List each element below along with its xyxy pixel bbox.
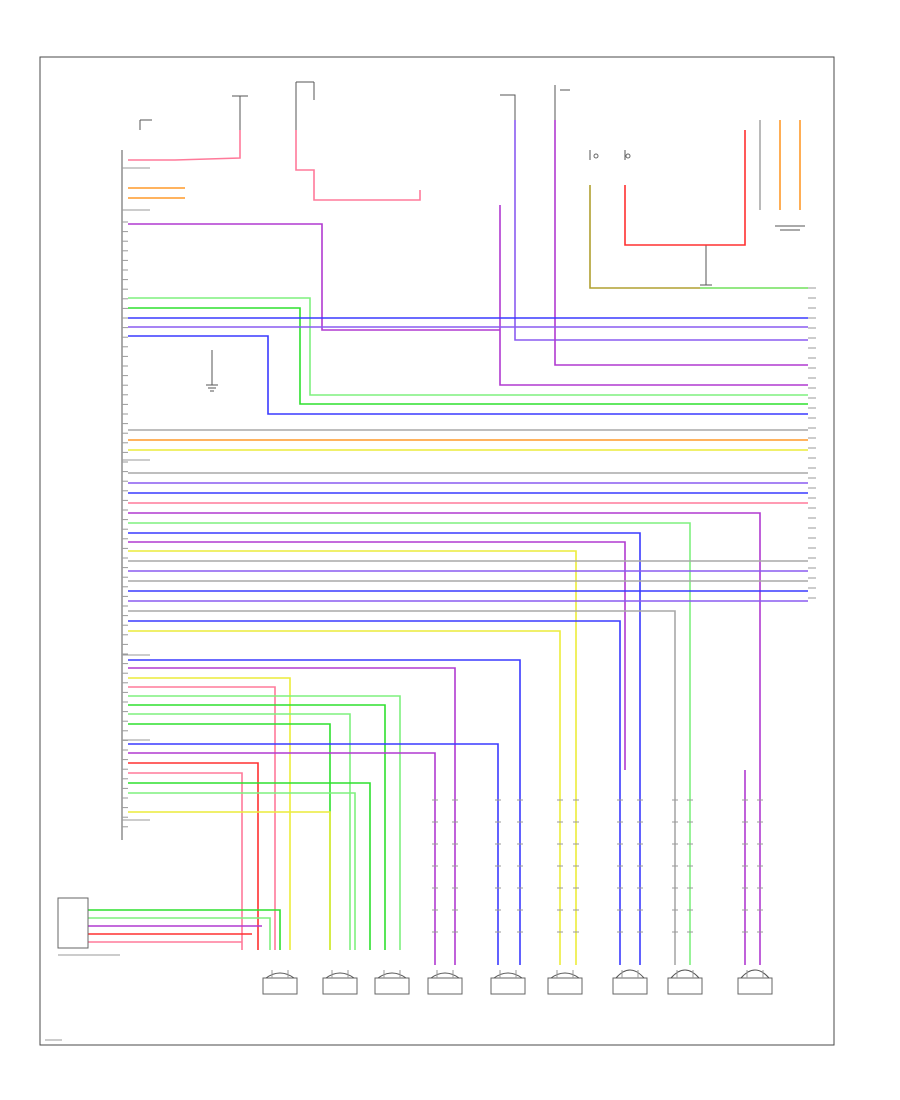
speaker-body bbox=[547, 977, 583, 995]
right-edge-connector bbox=[808, 287, 816, 599]
wire-gray-to-speaker bbox=[128, 610, 676, 770]
wire-pink-spk-2 bbox=[128, 772, 243, 950]
amplifier-connector-column bbox=[121, 150, 150, 840]
speaker-icon bbox=[490, 970, 526, 995]
wire-harness bbox=[88, 120, 808, 965]
wire-sub-green bbox=[88, 909, 281, 950]
wire-violet-right bbox=[514, 120, 808, 341]
speaker-cone bbox=[740, 969, 770, 979]
speaker-icon bbox=[374, 970, 410, 995]
wire-purple-right bbox=[499, 205, 808, 386]
wire-green-bus bbox=[128, 297, 808, 396]
wire-yellow-to-speaker bbox=[128, 550, 577, 770]
wire-yellow-to-speaker-2 bbox=[128, 630, 561, 770]
speaker-icon bbox=[612, 969, 648, 995]
wire-red-right bbox=[624, 130, 746, 246]
speaker-cone bbox=[615, 969, 645, 979]
wire-yellow-spk bbox=[128, 677, 291, 950]
speaker-row bbox=[262, 969, 773, 995]
wire-purple-spk bbox=[128, 667, 456, 770]
speaker-icon bbox=[737, 969, 773, 995]
wire-red-spk bbox=[128, 762, 259, 950]
diagram-frame bbox=[39, 56, 835, 1046]
wire-olive-right bbox=[589, 185, 808, 289]
wire-green-spk-3 bbox=[128, 713, 351, 950]
speaker-cone bbox=[265, 972, 295, 979]
wire-power-feed bbox=[128, 130, 241, 161]
speaker-body bbox=[737, 977, 773, 995]
speaker-body bbox=[490, 977, 526, 995]
wire-blue-bus-2 bbox=[128, 335, 808, 415]
speaker-body bbox=[374, 977, 410, 995]
wire-green-spk-4 bbox=[128, 723, 331, 950]
wire-purple-spk-2 bbox=[128, 752, 436, 770]
wire-green-spk-2 bbox=[128, 704, 386, 950]
speaker-cone bbox=[670, 969, 700, 979]
wire-green-spk-6 bbox=[128, 792, 356, 950]
wire-feed-pink bbox=[295, 130, 421, 201]
wire-blue-to-speaker-2 bbox=[128, 620, 621, 770]
speaker-body bbox=[427, 977, 463, 995]
wire-purple-to-speaker-2 bbox=[128, 541, 626, 770]
speaker-cone bbox=[377, 972, 407, 979]
speaker-icon bbox=[427, 970, 463, 995]
speaker-icon bbox=[262, 970, 298, 995]
speaker-body bbox=[612, 977, 648, 995]
wire-green-bus-2 bbox=[128, 307, 808, 405]
ground-symbol-icon bbox=[206, 225, 805, 392]
top-components bbox=[139, 81, 631, 160]
wire-pink-spk bbox=[128, 686, 276, 950]
wire-purple-right-2 bbox=[554, 120, 808, 366]
wire-blue-to-speaker bbox=[128, 532, 641, 770]
wire-blue-spk-2 bbox=[128, 743, 499, 770]
speaker-icon bbox=[667, 969, 703, 995]
subwoofer-connector bbox=[57, 897, 120, 956]
speaker-cone bbox=[325, 972, 355, 979]
wire-blue-spk bbox=[128, 659, 521, 770]
speaker-body bbox=[322, 977, 358, 995]
speaker-body bbox=[667, 977, 703, 995]
connector-pin-stubs bbox=[122, 221, 128, 828]
wire-purple-to-speaker bbox=[128, 512, 761, 770]
wire-sub-green-2 bbox=[88, 917, 271, 950]
wire-purple-long bbox=[128, 223, 500, 331]
speaker-cone bbox=[493, 972, 523, 979]
speaker-cone bbox=[550, 972, 580, 979]
wire-yellow-spk-2 bbox=[128, 811, 331, 950]
speaker-cone bbox=[430, 972, 460, 979]
speaker-body bbox=[262, 977, 298, 995]
speaker-icon bbox=[322, 970, 358, 995]
wire-green-spk bbox=[128, 695, 401, 950]
wire-green-spk-5 bbox=[128, 782, 371, 950]
wire-green-to-speaker bbox=[128, 522, 691, 770]
speaker-icon bbox=[547, 970, 583, 995]
